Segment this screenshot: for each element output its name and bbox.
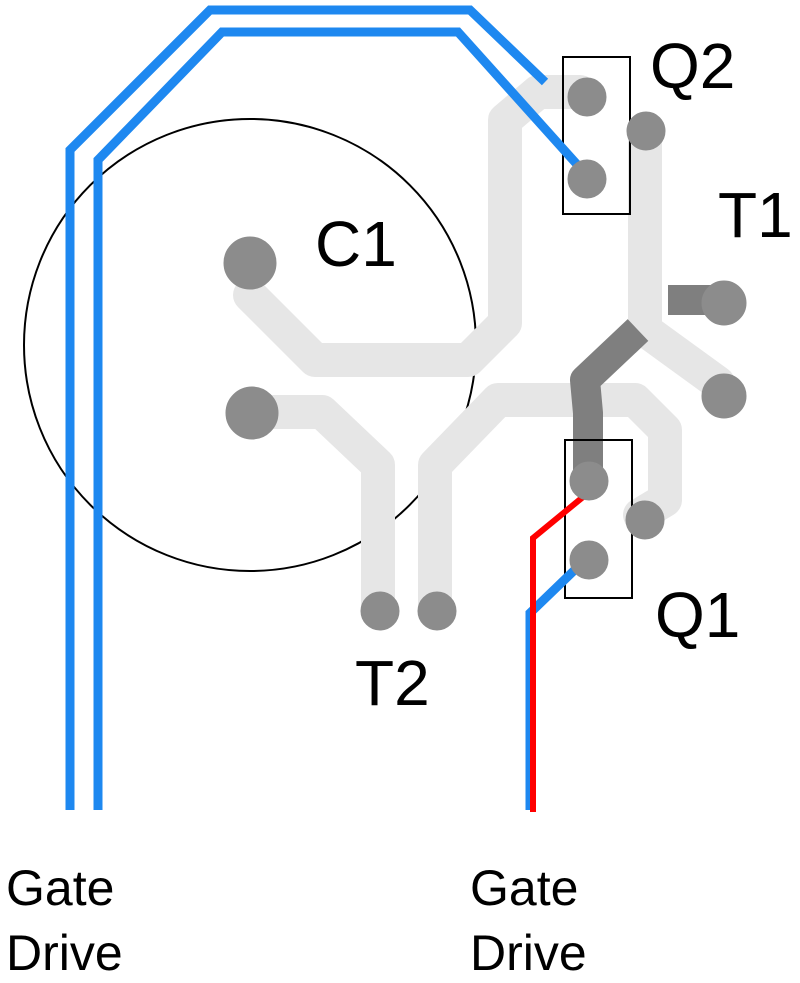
pad-c1-bottom bbox=[225, 386, 279, 440]
label-c1: C1 bbox=[315, 208, 397, 280]
trace-t2-to-q1 bbox=[418, 383, 682, 625]
pad-t2-1 bbox=[360, 591, 400, 631]
trace-q2-to-t1 bbox=[628, 113, 735, 400]
label-q2: Q2 bbox=[650, 30, 735, 102]
pad-c1-top bbox=[223, 236, 277, 290]
pad-t1-1 bbox=[701, 280, 747, 326]
pad-q1-1 bbox=[569, 461, 609, 501]
pad-q2-2 bbox=[626, 111, 666, 151]
trace-c1-top-to-q2 bbox=[233, 75, 597, 377]
gate-trace-blue-outer bbox=[65, 5, 549, 810]
pad-t1-2 bbox=[701, 373, 747, 419]
label-t1: T1 bbox=[718, 179, 793, 251]
pads bbox=[223, 77, 747, 631]
label-q1: Q1 bbox=[655, 579, 740, 651]
gate-trace-blue-inner bbox=[93, 27, 586, 810]
pad-t2-2 bbox=[417, 591, 457, 631]
power-traces-light bbox=[233, 75, 735, 625]
trace-dark-q1-to-node bbox=[570, 319, 649, 480]
caption-right-line2: Drive bbox=[470, 925, 587, 981]
gate-trace-red bbox=[530, 494, 585, 812]
pad-q1-2 bbox=[625, 500, 665, 540]
trace-c1-bottom-to-t2 bbox=[235, 395, 395, 625]
caption-right-line1: Gate bbox=[470, 860, 578, 916]
pad-q2-1 bbox=[567, 77, 607, 117]
pad-q1-3 bbox=[569, 540, 609, 580]
caption-left-line2: Drive bbox=[6, 925, 123, 981]
pad-q2-3 bbox=[567, 159, 607, 199]
label-t2: T2 bbox=[355, 647, 430, 719]
caption-left-line1: Gate bbox=[6, 860, 114, 916]
